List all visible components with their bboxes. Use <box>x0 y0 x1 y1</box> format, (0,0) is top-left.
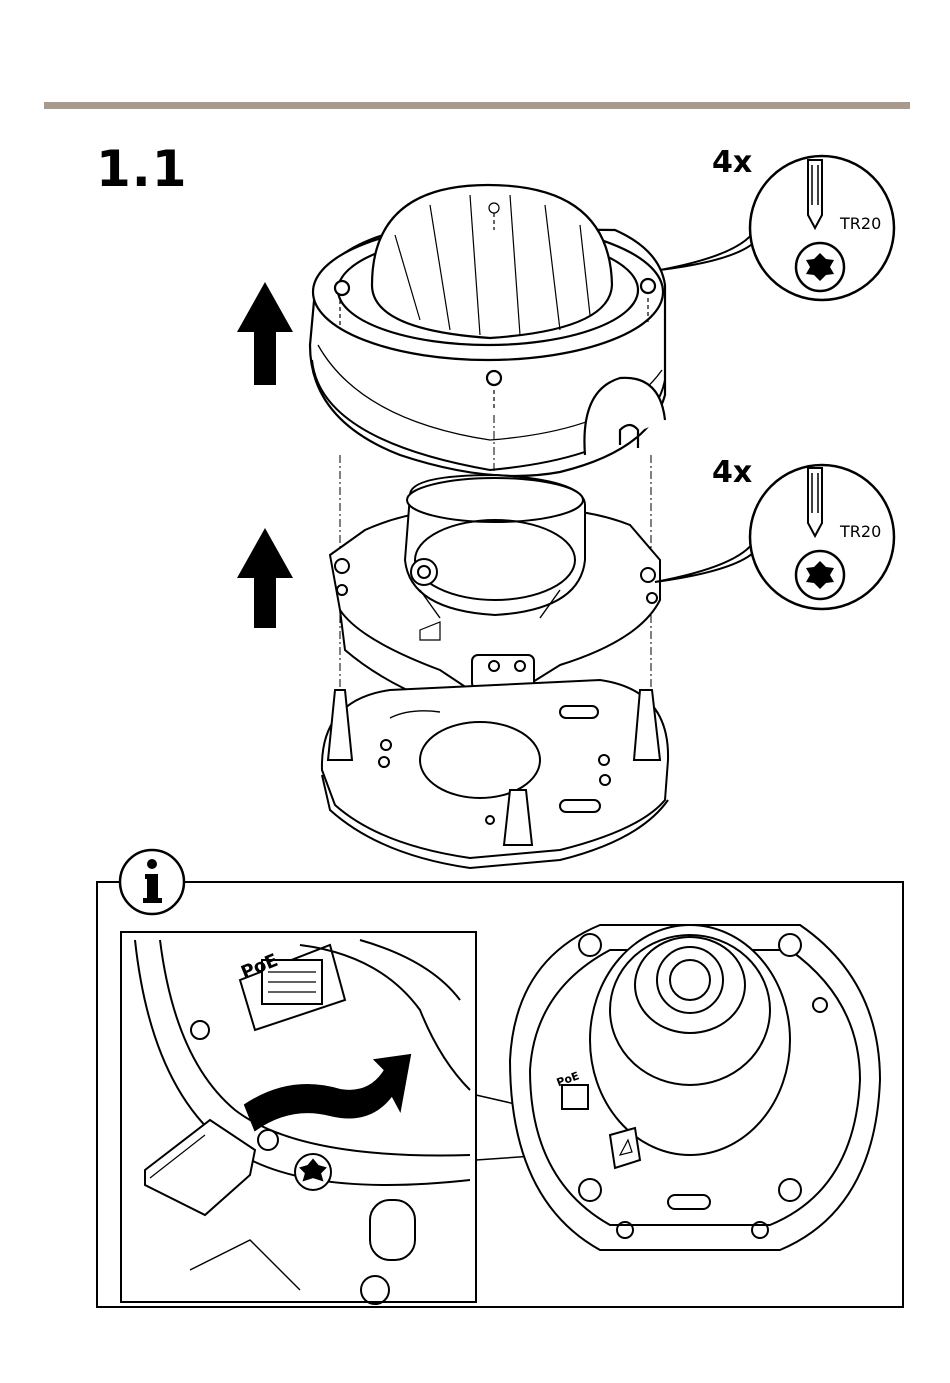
svg-text:4x: 4x <box>712 145 752 180</box>
torx-head-icon <box>796 243 844 291</box>
svg-text:4x: 4x <box>712 455 752 490</box>
torx-bit-icon <box>808 160 822 228</box>
torx-bit-icon <box>808 468 822 536</box>
dome-cover <box>310 185 665 476</box>
info-box: PoE <box>97 850 903 1307</box>
camera-top-view: PoE <box>510 925 880 1250</box>
tool-callout: 4x TR20 <box>655 455 894 609</box>
lift-arrow-icon <box>237 528 293 628</box>
svg-text:TR20: TR20 <box>839 214 881 233</box>
mounting-base <box>322 680 668 868</box>
camera-unit <box>330 475 660 702</box>
svg-text:TR20: TR20 <box>839 522 881 541</box>
lift-arrow-icon <box>237 282 293 385</box>
tool-callout: 4x TR20 <box>660 145 894 300</box>
torx-head-icon <box>796 551 844 599</box>
